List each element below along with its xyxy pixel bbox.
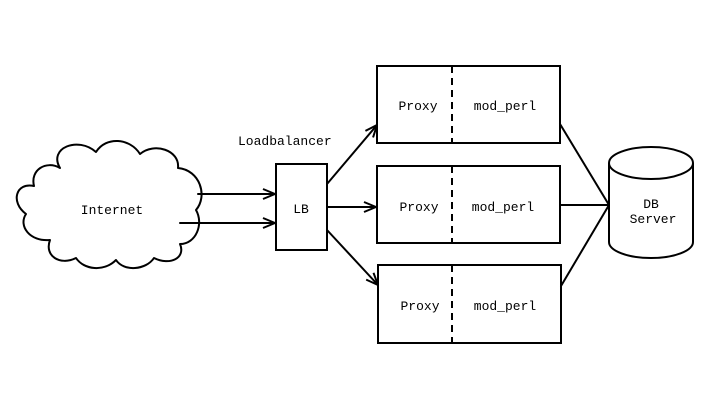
server-1-to-db-line <box>559 123 610 206</box>
db-cylinder-top <box>608 146 694 180</box>
db-cylinder-body <box>608 163 694 259</box>
internet-cloud: Internet <box>15 140 203 269</box>
server-1-modperl-label: mod_perl <box>474 99 537 114</box>
db-label-line1: DB <box>643 197 659 212</box>
server-2-frame <box>376 165 561 244</box>
server-3-proxy-label: Proxy <box>400 299 439 314</box>
server-3-to-db-line <box>560 204 610 287</box>
cloud-shape <box>15 140 203 269</box>
lb-label: LB <box>293 202 309 217</box>
server-2-modperl-label: mod_perl <box>472 200 535 215</box>
server-3-frame <box>377 264 562 344</box>
db-server-cylinder: DB Server <box>608 146 694 259</box>
server-box-1: Proxy mod_perl <box>376 65 561 144</box>
internet-label: Internet <box>81 203 143 218</box>
lb-box <box>275 163 328 251</box>
server-box-3: Proxy mod_perl <box>377 264 562 344</box>
server-box-2: Proxy mod_perl <box>376 165 561 244</box>
lb-to-server-3-arrow <box>326 229 378 285</box>
lb-to-server-1-arrow <box>326 125 377 185</box>
server-1-proxy-label: Proxy <box>398 99 437 114</box>
server-1-frame <box>376 65 561 144</box>
server-2-proxy-label: Proxy <box>399 200 438 215</box>
db-label-line2: Server <box>630 212 677 227</box>
loadbalancer-caption: Loadbalancer <box>238 134 332 149</box>
server-3-modperl-label: mod_perl <box>474 299 537 314</box>
